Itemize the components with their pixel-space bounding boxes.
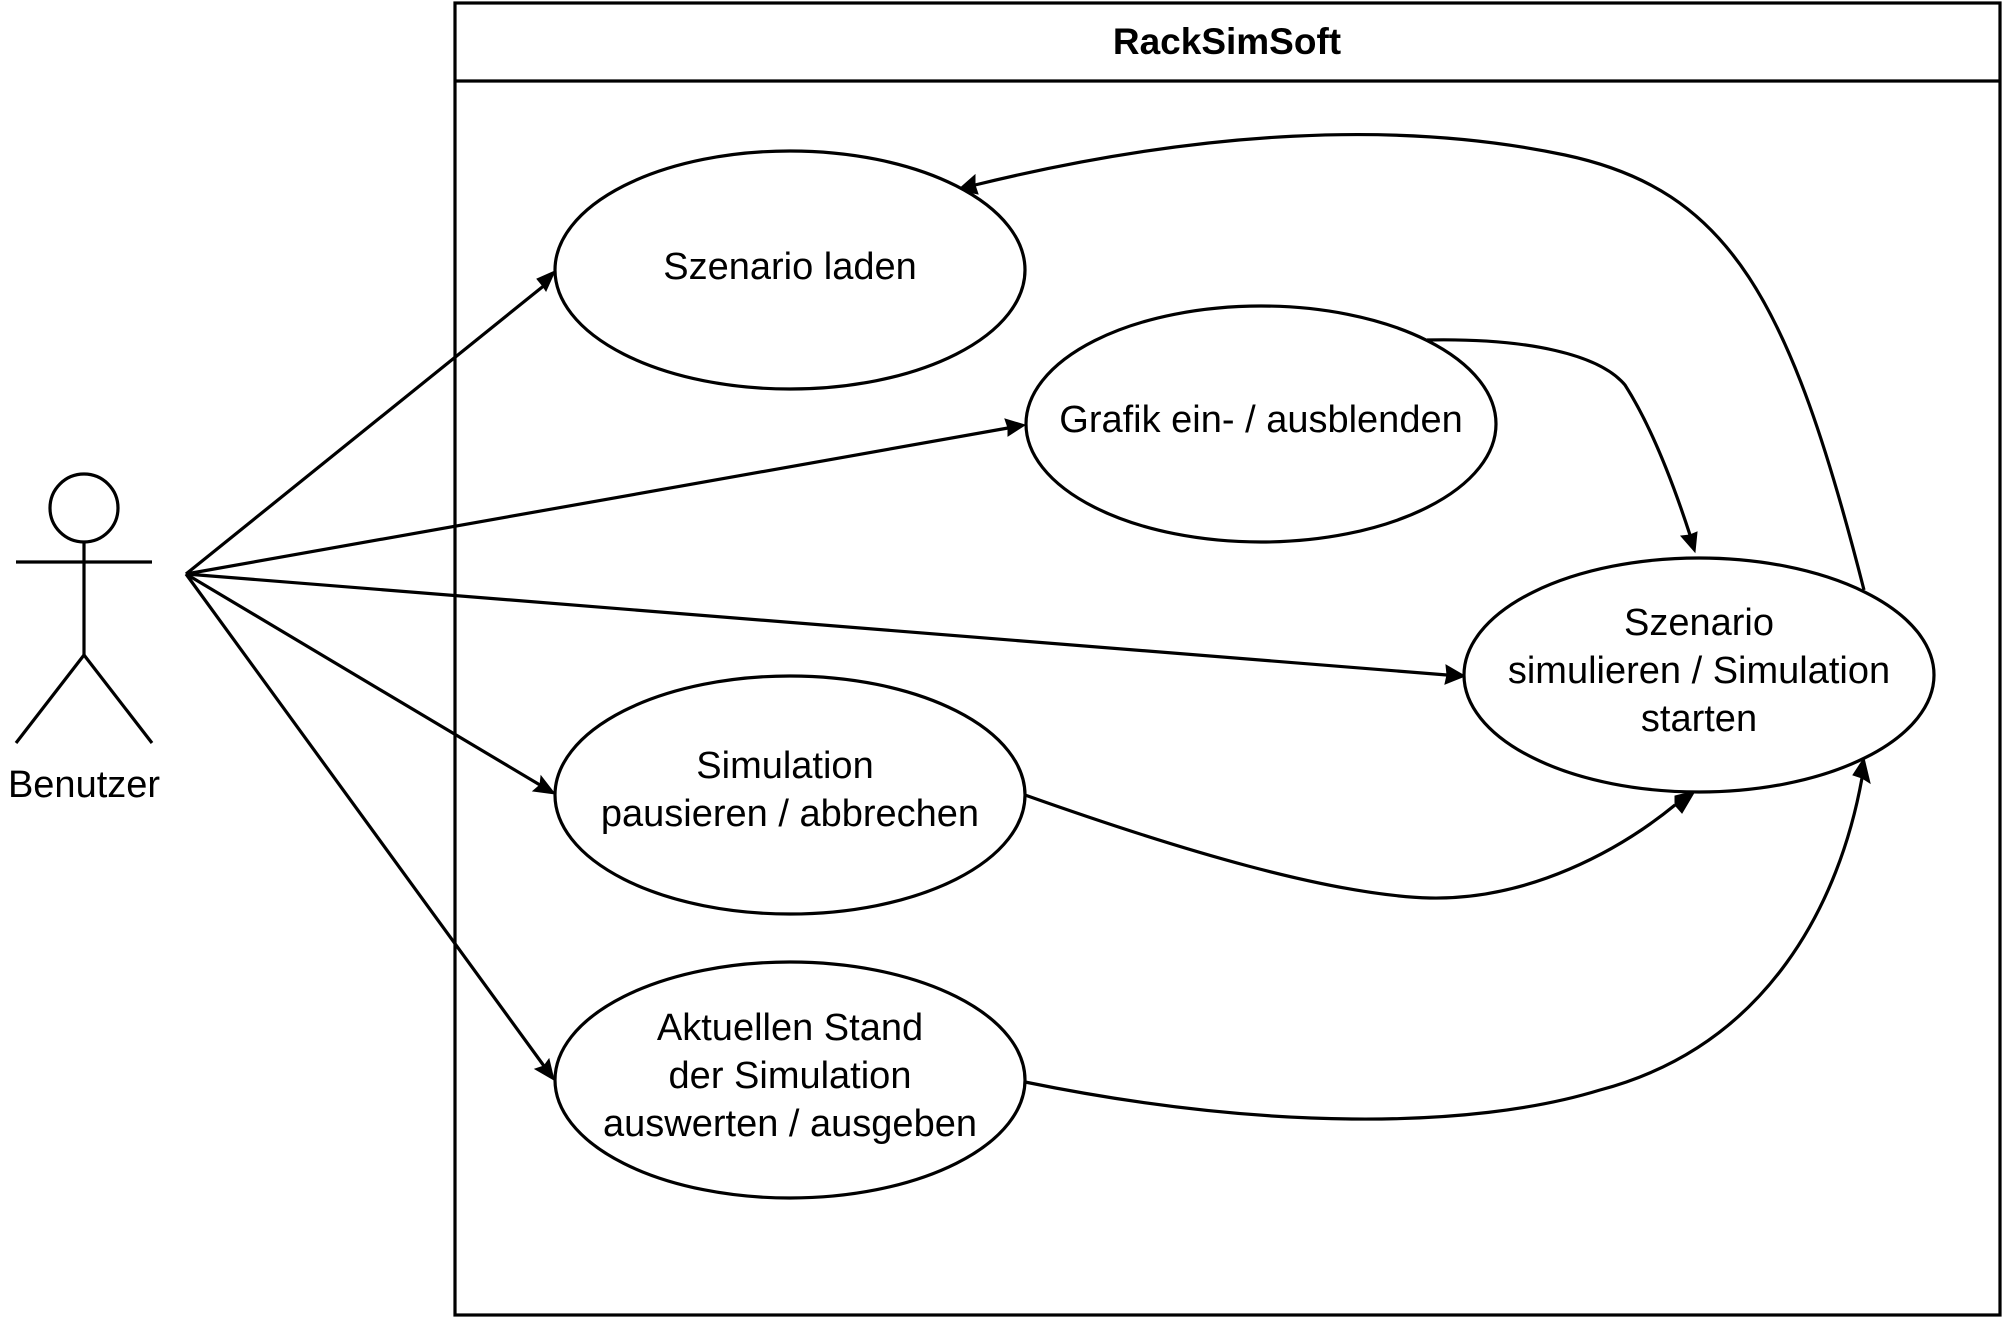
use-case-ellipse <box>1462 556 1936 794</box>
relation-auswerten-to-simulieren <box>1024 777 1864 1121</box>
arrowhead-simulieren <box>1444 664 1467 685</box>
arrowhead-relation-auswerten <box>1852 756 1871 785</box>
relation-simulieren-to-laden <box>974 133 1866 591</box>
association-grafik <box>185 426 1009 576</box>
use-case-label-line-1: Aktuellen Stand <box>657 1007 923 1049</box>
use-case-grafik: Grafik ein- / ausblenden <box>1024 304 1498 544</box>
associations <box>184 270 1467 1082</box>
use-case-label-line-2: pausieren / abbrechen <box>601 793 979 835</box>
use-case-label: Grafik ein- / ausblenden <box>1059 399 1462 441</box>
use-case-label-line-2: simulieren / Simulation <box>1508 650 1890 692</box>
use-case-label-line-1: Simulation <box>696 745 873 787</box>
association-simulieren <box>185 572 1448 677</box>
actor-head <box>48 472 120 544</box>
use-case-szenario-laden: Szenario laden <box>553 149 1027 391</box>
use-case-ellipse <box>553 149 1027 391</box>
arrowhead-auswerten <box>533 1057 555 1082</box>
use-case-label: Szenario laden <box>663 246 917 288</box>
relation-grafik-to-simulieren <box>1426 338 1692 536</box>
use-case-ellipse <box>553 674 1027 916</box>
use-case-auswerten: Aktuellen Stand der Simulation auswerten… <box>553 960 1027 1200</box>
arrowhead-grafik <box>1004 418 1027 437</box>
arrowhead-relation-grafik <box>1679 531 1698 554</box>
system-title: RackSimSoft <box>1113 21 1341 62</box>
use-case-simulieren: Szenario simulieren / Simulation starten <box>1462 556 1936 794</box>
actor-left-leg <box>14 654 86 744</box>
use-case-ellipse <box>553 960 1027 1200</box>
actor-label: Benutzer <box>8 764 160 806</box>
relation-pausieren-to-simulieren <box>1024 793 1677 900</box>
arrowhead-pausieren <box>531 774 557 795</box>
actor-right-leg <box>82 654 154 744</box>
arrowhead-relation-pausieren <box>1674 790 1697 814</box>
arrowhead-szenario-laden <box>536 270 556 293</box>
use-case-label-line-3: auswerten / ausgeben <box>603 1103 977 1145</box>
association-auswerten <box>184 573 546 1067</box>
association-szenario-laden <box>184 282 548 576</box>
use-case-label-line-3: starten <box>1641 698 1757 740</box>
association-pausieren <box>185 572 541 787</box>
use-case-label-line-1: Szenario <box>1624 602 1774 644</box>
use-case-label-line-2: der Simulation <box>669 1055 912 1097</box>
actor-benutzer: Benutzer <box>8 472 160 806</box>
use-case-ellipse <box>1024 304 1498 544</box>
use-case-pausieren: Simulation pausieren / abbrechen <box>553 674 1027 916</box>
relations <box>956 133 1871 1121</box>
